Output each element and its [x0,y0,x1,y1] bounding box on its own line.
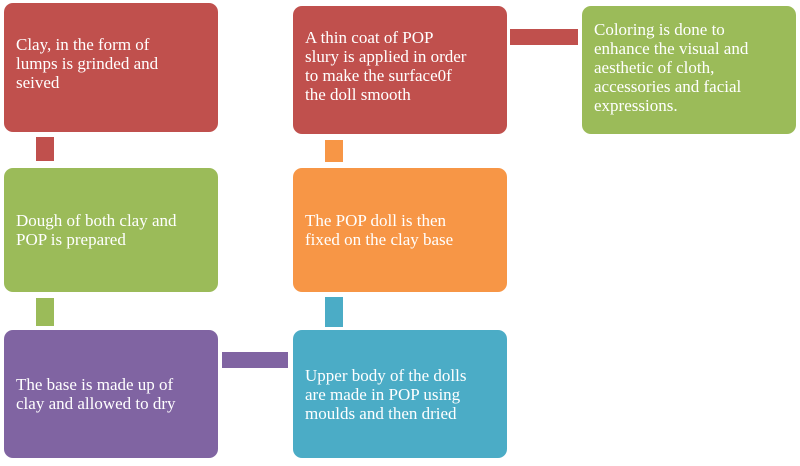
step-box-pop-coat: A thin coat of POP slury is applied in o… [293,6,507,134]
step-box-upper-body: Upper body of the dolls are made in POP … [293,330,507,458]
step-text: Dough of both clay and POP is prepared [16,211,177,249]
step-text: Upper body of the dolls are made in POP … [305,365,467,423]
connector-step4-step5 [325,297,343,327]
connector-step6-step7 [510,29,578,45]
step-text: A thin coat of POP slury is applied in o… [305,28,467,104]
step-text: The base is made up of clay and allowed … [16,375,176,413]
step-text: Clay, in the form of lumps is grinded an… [16,35,159,92]
step-box-coloring: Coloring is done to enhance the visual a… [582,6,796,134]
step-box-prepare-dough: Dough of both clay and POP is prepared [4,168,218,292]
step-text: Coloring is done to enhance the visual a… [594,20,749,115]
connector-step1-step2 [36,137,54,161]
connector-step3-step4 [222,352,288,368]
step-box-grind-clay: Clay, in the form of lumps is grinded an… [4,3,218,132]
step-box-make-base: The base is made up of clay and allowed … [4,330,218,458]
step-text: The POP doll is then fixed on the clay b… [305,211,454,249]
connector-step2-step3 [36,298,54,326]
connector-step5-step6 [325,140,343,162]
step-box-fix-doll: The POP doll is then fixed on the clay b… [293,168,507,292]
